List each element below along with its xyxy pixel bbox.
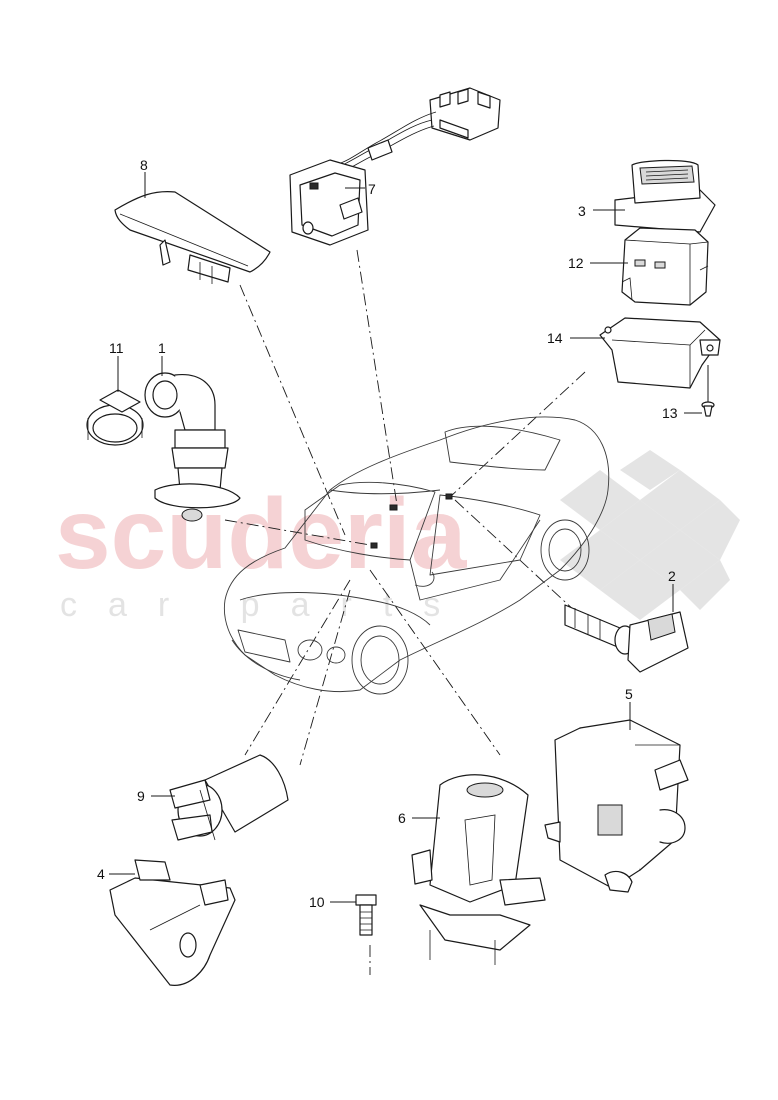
callout-10: 10 — [309, 894, 325, 910]
callout-13: 13 — [662, 405, 678, 421]
part-3-connector-block — [614, 159, 716, 233]
vehicle-outline — [223, 416, 610, 695]
callout-8: 8 — [140, 157, 148, 173]
callout-7: 7 — [368, 181, 376, 197]
part-10-bolt — [355, 894, 377, 936]
part-2-sensor — [564, 604, 689, 673]
watermark: scuderia car parts — [55, 450, 740, 624]
callout-12: 12 — [568, 255, 584, 271]
part-7-connector-harness — [289, 87, 501, 246]
part-8-cover-panel — [114, 190, 271, 284]
part-12-housing — [621, 227, 709, 306]
callout-5: 5 — [625, 686, 633, 702]
watermark-brand: scuderia — [55, 478, 468, 590]
part-1-elbow-duct — [144, 372, 241, 522]
part-6-holder-bracket — [411, 774, 546, 965]
callout-11: 11 — [109, 340, 124, 356]
callout-4: 4 — [97, 866, 105, 882]
part-4-mounting-bracket — [109, 859, 236, 986]
leader-lines — [109, 172, 702, 903]
callout-14: 14 — [547, 330, 563, 346]
checkered-flag-graphic — [560, 450, 740, 620]
part-13-screw — [701, 365, 715, 417]
part-11-hose-clamp — [86, 389, 144, 446]
part-14-base-tray — [599, 317, 721, 389]
callout-labels: 8 7 3 12 14 13 11 1 2 5 6 9 4 10 — [97, 157, 678, 910]
callout-2: 2 — [668, 568, 676, 584]
watermark-subtitle: car parts — [60, 586, 471, 624]
callout-6: 6 — [398, 810, 406, 826]
callout-3: 3 — [578, 203, 586, 219]
callout-1: 1 — [158, 340, 166, 356]
part-5-bracket-control-unit — [544, 719, 689, 893]
callout-9: 9 — [137, 788, 145, 804]
part-9-connector-sleeve — [169, 754, 289, 841]
